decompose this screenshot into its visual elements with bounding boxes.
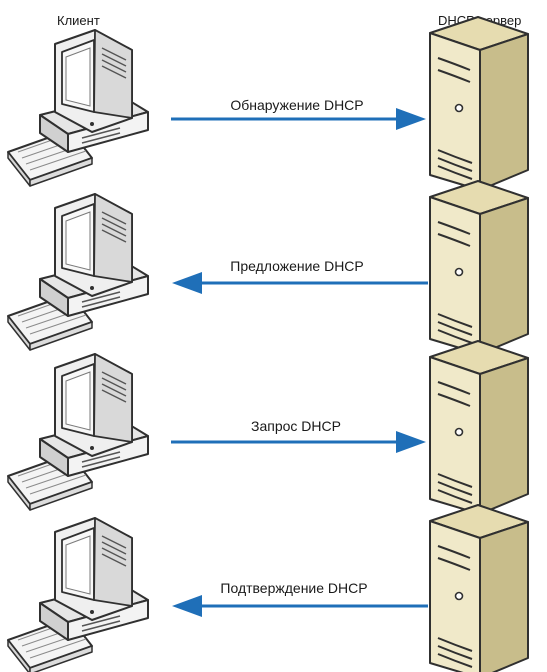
- step-label-offer: Предложение DHCP: [230, 258, 364, 274]
- client-computer-icon: [7, 193, 149, 351]
- server-icon: [429, 340, 529, 515]
- client-column-header: Клиент: [57, 13, 100, 28]
- step-label-acknowledge: Подтверждение DHCP: [220, 580, 368, 596]
- step-label-request: Запрос DHCP: [251, 418, 341, 434]
- arrow-head-left-icon: [172, 272, 202, 294]
- server-icon: [429, 180, 529, 355]
- server-icon: [429, 16, 529, 191]
- client-computer-icon: [7, 353, 149, 511]
- client-computer-icon: [7, 29, 149, 187]
- arrow-head-right-icon: [396, 431, 426, 453]
- arrow-head-left-icon: [172, 595, 202, 617]
- step-label-discover: Обнаружение DHCP: [230, 97, 364, 113]
- client-computer-icon: [7, 517, 149, 672]
- arrow-head-right-icon: [396, 108, 426, 130]
- server-icon: [429, 504, 529, 672]
